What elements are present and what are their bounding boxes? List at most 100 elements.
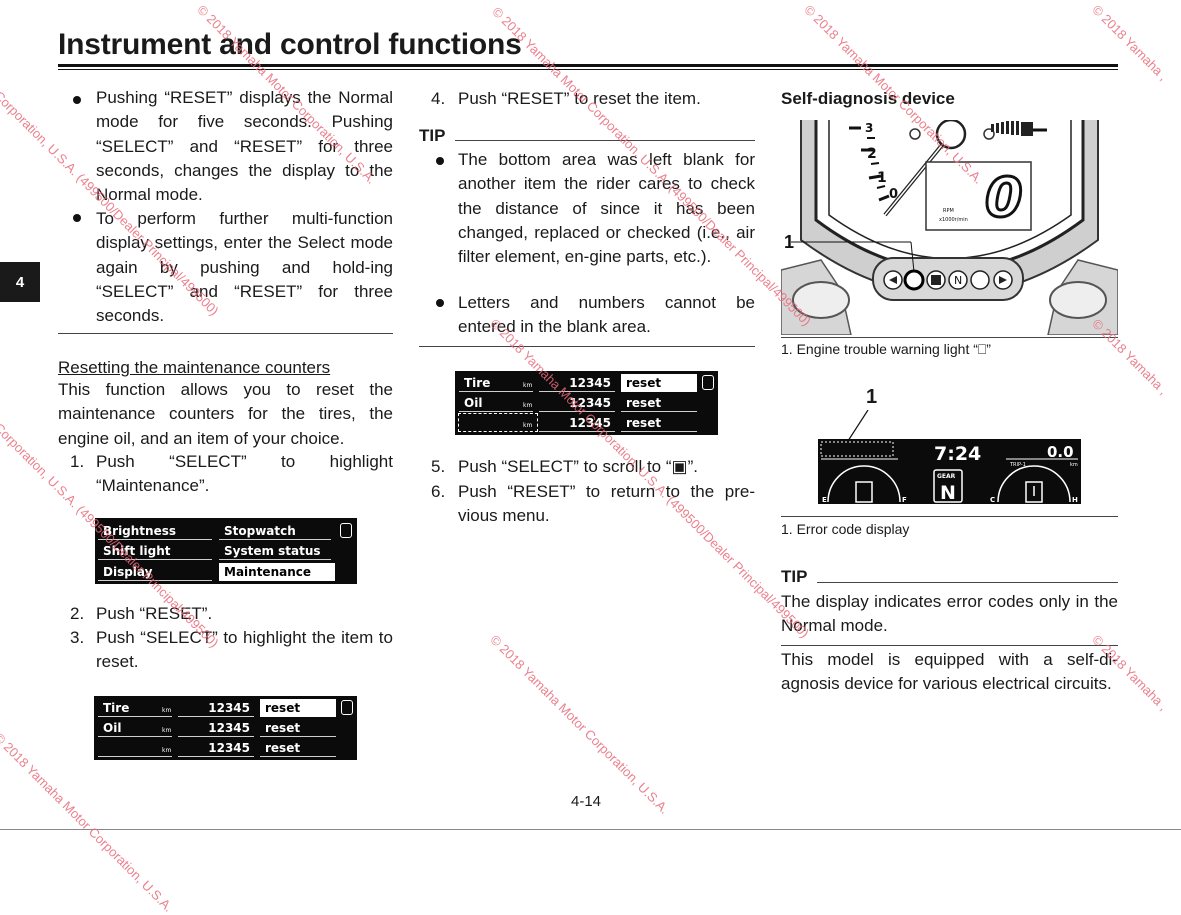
step-6: Push “RESET” to return to the pre-vious … [458, 482, 755, 526]
row-action-tire: reset [621, 374, 697, 392]
row-action-custom: reset [260, 739, 336, 757]
title-rule-thin [58, 69, 1118, 70]
fuel-full-label: F [902, 496, 907, 504]
tip-label: TIP [419, 126, 446, 145]
figure-2-caption: 1. Error code display [781, 521, 910, 537]
step-number: 6. [431, 482, 446, 501]
unit-label: km [162, 747, 172, 754]
self-diagnosis-body: This model is equipped with a self-di-ag… [781, 650, 1118, 694]
col1-bullet-1: Pushing “RESET” displays the Normal mode… [96, 88, 393, 205]
rpm-label: RPM [943, 208, 954, 214]
figure-1-caption: 1. Engine trouble warning light “⎕” [781, 341, 991, 357]
step-number: 5. [431, 457, 446, 476]
unit-label: km [523, 422, 533, 429]
tip-end-rule [781, 645, 1118, 646]
figure-rule [781, 337, 1118, 338]
step-number: 1. [70, 452, 85, 471]
unit-label: km [523, 382, 533, 389]
tick-label: 3 [865, 121, 873, 135]
section-divider [58, 333, 393, 334]
step-1: Push “SELECT” to highlight “Maintenance”… [96, 452, 393, 496]
tip-bullet-1: The bottom area was left blank for anoth… [458, 150, 755, 267]
scroll-return-icon [341, 700, 353, 715]
figure-rule [781, 516, 1118, 517]
scroll-return-icon [702, 375, 714, 390]
tip-rule [817, 582, 1118, 583]
row-action-custom: reset [621, 414, 697, 432]
step-3: Push “SELECT” to highlight the item to r… [96, 628, 393, 672]
bullet-icon [73, 214, 81, 222]
gear-readout: N [940, 482, 956, 504]
tip-bullet-2: Letters and numbers cannot be entered in… [458, 293, 755, 337]
bullet-icon [73, 96, 81, 104]
section-tab[interactable]: 4 [0, 262, 40, 302]
menu-item-maintenance: Maintenance [219, 563, 335, 581]
row-label-custom [98, 739, 172, 757]
step-number: 4. [431, 89, 446, 108]
row-label-oil: Oil [459, 394, 533, 412]
clock-readout: 7:24 [934, 443, 981, 465]
tip-label: TIP [781, 567, 808, 586]
gear-label: GEAR [937, 473, 956, 480]
step-number: 2. [70, 604, 85, 623]
page-number: 4-14 [571, 793, 602, 810]
lcd-menu-select: Brightness Stopwatch Shift light System … [95, 518, 357, 584]
neutral-indicator: N [954, 274, 962, 287]
row-value-custom: 12345 [539, 414, 615, 432]
step-4: Push “RESET” to reset the item. [458, 89, 701, 108]
watermark: © 2018 Yamaha , [1089, 2, 1171, 84]
row-action-tire: reset [260, 699, 336, 717]
watermark: © 2018 Yamaha , [1089, 316, 1171, 398]
fuel-empty-label: E [822, 496, 827, 504]
row-value-oil: 12345 [539, 394, 615, 412]
unit-label: km [523, 402, 533, 409]
row-label-tire: Tire [459, 374, 533, 392]
unit-label: km [162, 707, 172, 714]
tip-text: The display indicates error codes only i… [781, 592, 1118, 636]
row-value-custom: 12345 [178, 739, 254, 757]
lcd-menu-custom-item: Tire km 12345 reset Oil km 12345 reset k… [455, 371, 718, 435]
menu-item-stopwatch: Stopwatch [219, 522, 331, 540]
bullet-icon [436, 157, 444, 165]
rpm-scale: x1000r/min [939, 217, 968, 223]
watermark: © 2018 Yamaha Motor Corporation, U.S.A. [487, 632, 673, 817]
callout-number: 1 [784, 232, 794, 252]
menu-item-display: Display [98, 563, 212, 581]
row-action-oil: reset [621, 394, 697, 412]
maintenance-intro: This function allows you to reset the ma… [58, 380, 393, 448]
gear-digit: 0 [985, 166, 1023, 229]
temp-hot-label: H [1072, 496, 1078, 504]
menu-item-brightness: Brightness [98, 522, 212, 540]
lcd-menu-maintenance: Tire km 12345 reset Oil km 12345 reset k… [94, 696, 357, 760]
tick-label: 0 [889, 187, 898, 202]
tip-rule [455, 140, 755, 141]
blank-item-dashed-box [458, 413, 538, 432]
trip-readout: 0.0 [1047, 443, 1074, 461]
col1-bullet-2: To perform further multi-function displa… [96, 209, 393, 326]
trip-unit: km [1070, 462, 1078, 468]
step-2: Push “RESET”. [96, 604, 213, 623]
trip-label: TRIP-1 [1009, 462, 1026, 468]
bullet-icon [436, 299, 444, 307]
temp-cold-label: C [990, 496, 995, 504]
step-5: Push “SELECT” to scroll to “▣”. [458, 457, 698, 476]
unit-label: km [162, 727, 172, 734]
title-rule [58, 64, 1118, 67]
tip-end-rule [419, 346, 755, 347]
menu-item-shift-light: Shift light [98, 542, 212, 560]
step-number: 3. [70, 628, 85, 647]
page-title: Instrument and control functions [58, 28, 522, 61]
tick-label: 2 [867, 146, 877, 162]
row-value-oil: 12345 [178, 719, 254, 737]
row-label-tire: Tire [98, 699, 172, 717]
maintenance-heading: Resetting the maintenance counters [58, 358, 331, 377]
row-action-oil: reset [260, 719, 336, 737]
row-value-tire: 12345 [539, 374, 615, 392]
multifunction-display-illustration: 7:24 0.0 TRIP-1 km E F GEAR N C H [818, 410, 1081, 504]
instrument-cluster-illustration: 3 2 1 0 0 RPM x1000r/min N 1 [781, 120, 1118, 335]
scroll-return-icon [340, 523, 352, 538]
row-value-tire: 12345 [178, 699, 254, 717]
self-diagnosis-heading: Self-diagnosis device [781, 89, 955, 108]
menu-item-system-status: System status [219, 542, 331, 560]
tick-label: 1 [877, 170, 887, 186]
